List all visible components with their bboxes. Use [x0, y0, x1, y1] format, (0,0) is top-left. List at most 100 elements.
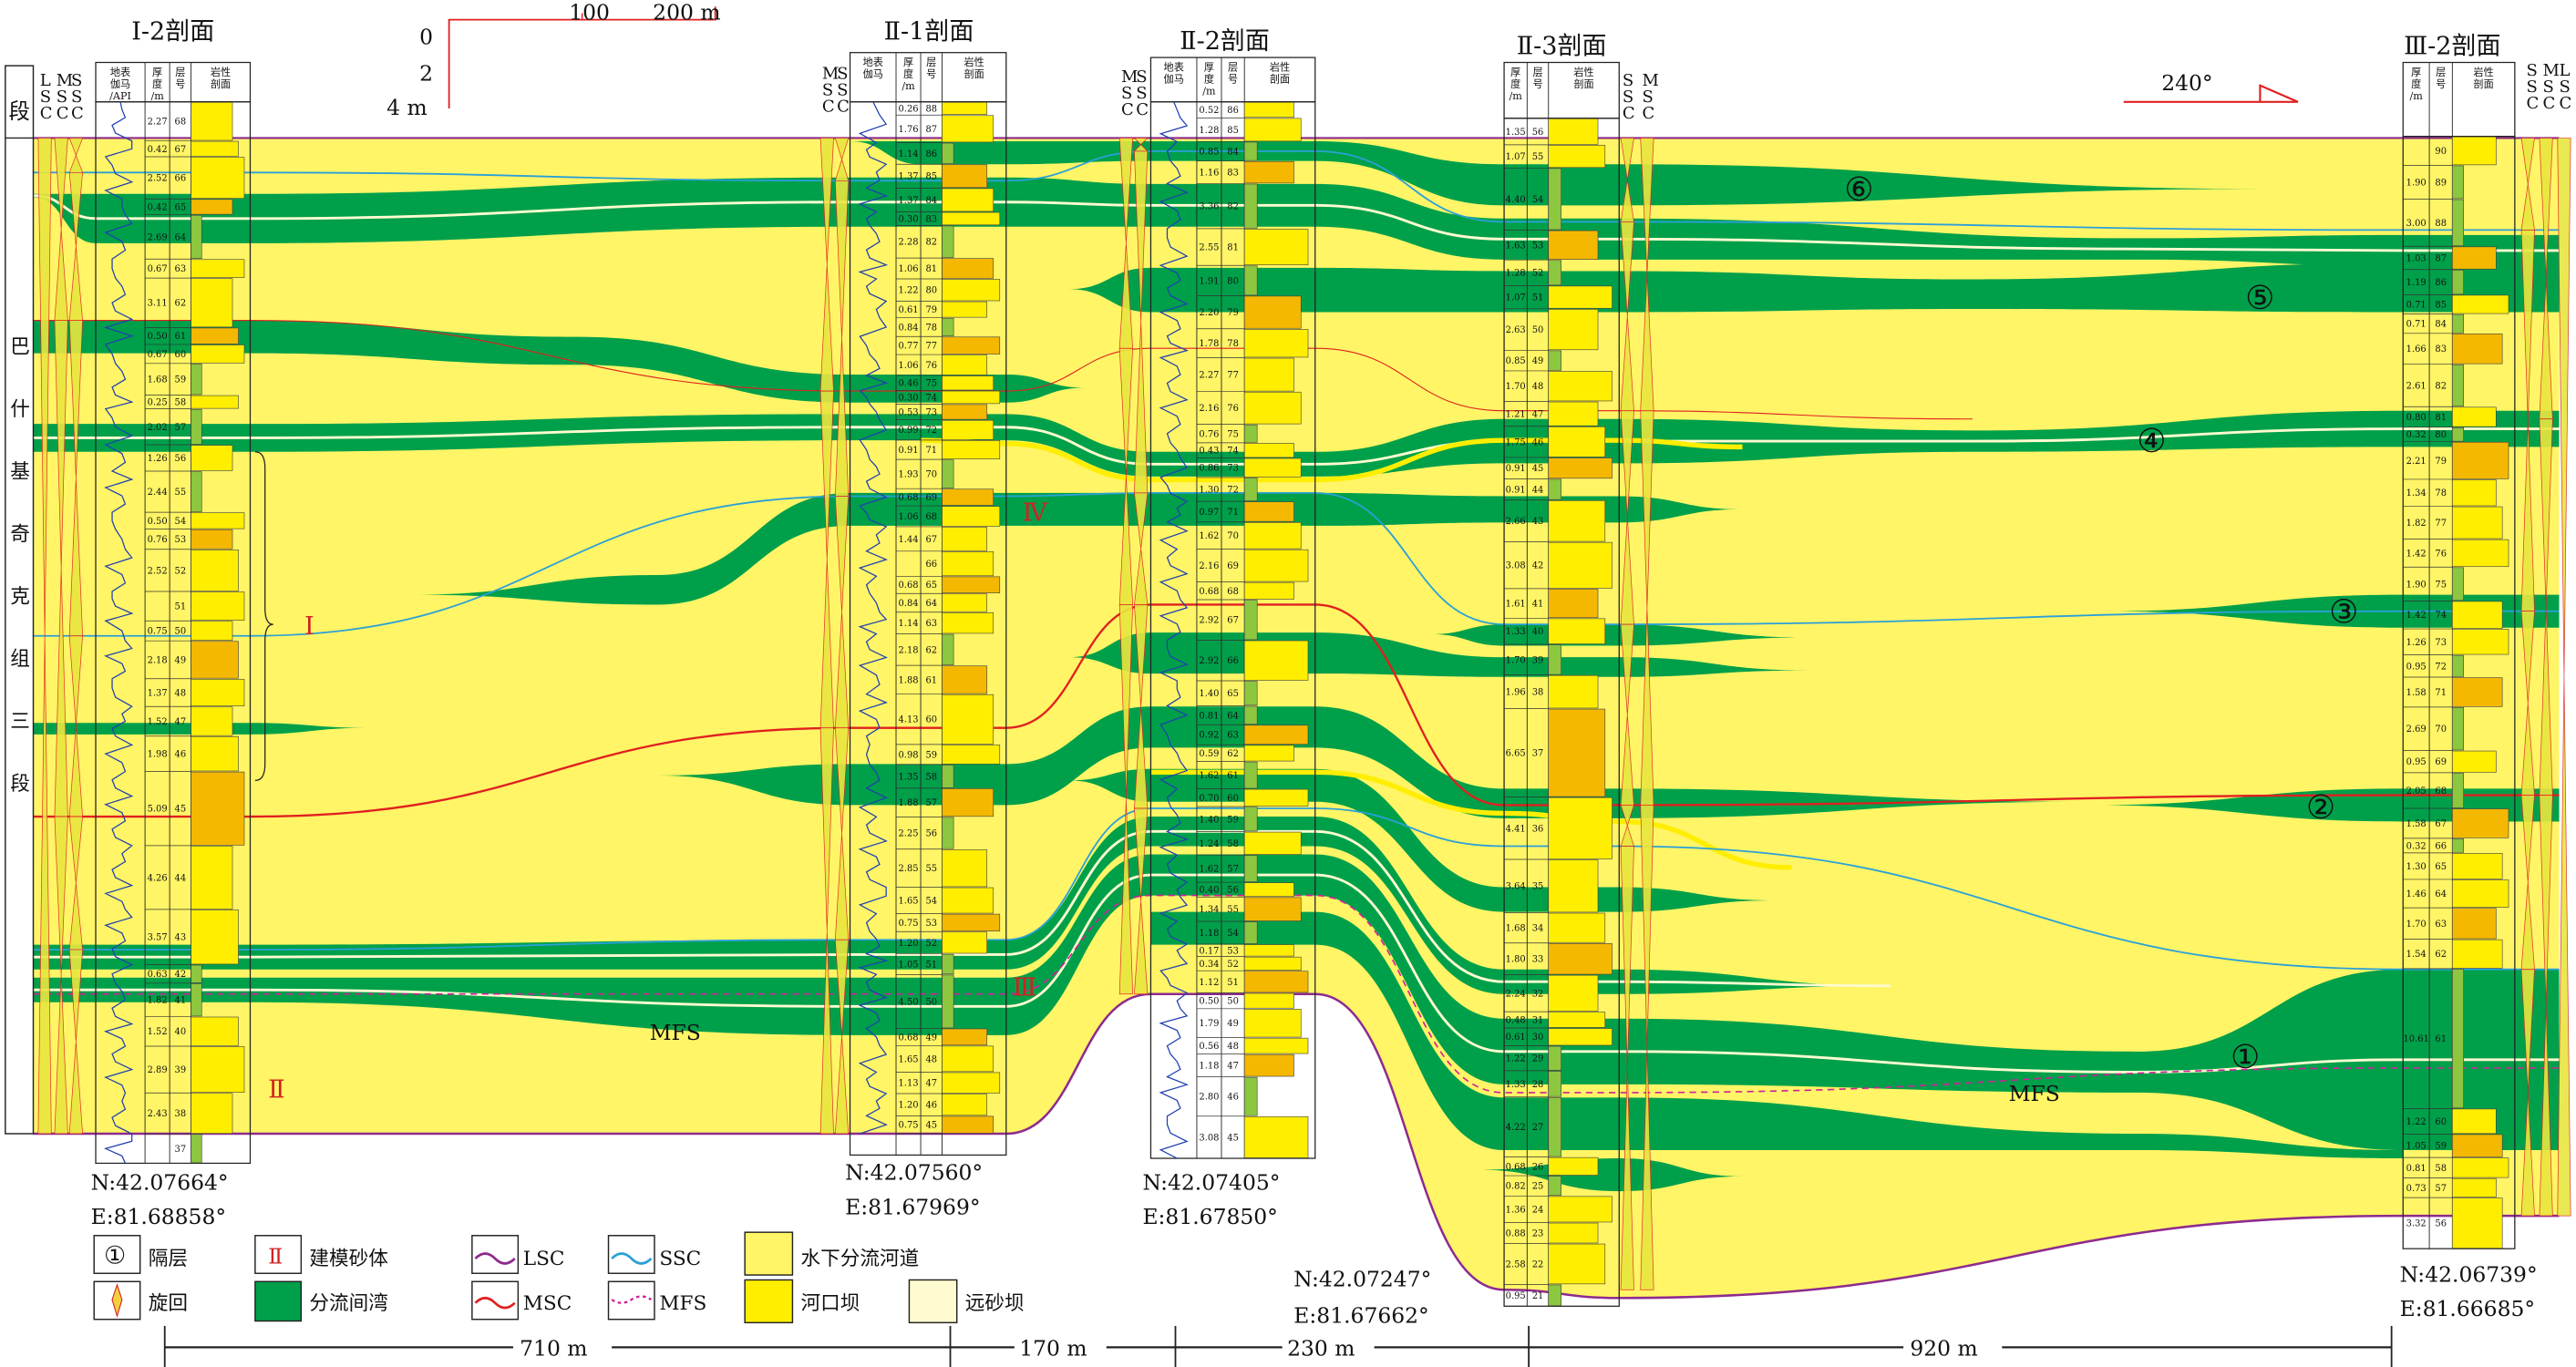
layer-number: 81	[1227, 243, 1239, 253]
mudstone-box	[1243, 681, 1258, 706]
cycle-diamond-icon	[54, 816, 68, 1135]
layer-number: 67	[175, 145, 187, 155]
column-header-label: 层号	[1228, 62, 1238, 86]
legend-cycle-label: 旋回	[149, 1292, 188, 1315]
layer-number: 62	[2435, 950, 2447, 960]
layer-thickness: 1.68	[1506, 924, 1526, 934]
layer-thickness: 2.43	[148, 1109, 168, 1119]
layer-thickness: 1.22	[2406, 1117, 2427, 1127]
layer-number: 64	[925, 599, 937, 609]
layer-thickness: 0.73	[2406, 1184, 2427, 1194]
sandstone-box	[942, 551, 994, 577]
sandstone-box	[2452, 479, 2497, 507]
mudstone-box	[1243, 761, 1258, 789]
layer-thickness: 0.70	[1199, 794, 1219, 804]
isolation-label-4: ④	[2137, 422, 2166, 460]
sandstone-box	[942, 745, 1001, 765]
layer-thickness: 0.86	[1199, 464, 1219, 474]
layer-number: 88	[2435, 219, 2447, 229]
layer-thickness: 0.68	[1199, 587, 1219, 597]
layer-number: 82	[1227, 202, 1239, 212]
layer-thickness: 3.08	[1199, 1133, 1219, 1143]
layer-number: 45	[925, 1121, 937, 1131]
column-header-label: 层号	[2436, 67, 2446, 90]
layer-thickness: 1.70	[2406, 920, 2427, 930]
layer-thickness: 1.07	[1506, 293, 1526, 303]
layer-thickness: 1.21	[1506, 410, 1526, 420]
layer-thickness: 2.28	[899, 238, 919, 248]
layer-number: 32	[1532, 989, 1544, 999]
column-frame	[2402, 136, 2516, 1249]
mudstone-box	[1243, 141, 1258, 161]
sandstone-box	[1243, 882, 1294, 898]
layer-thickness: 1.78	[1199, 339, 1219, 349]
sandstone-box	[942, 440, 1001, 459]
layer-thickness: 1.66	[2406, 344, 2427, 355]
layer-number: 61	[925, 675, 937, 685]
sandstone-box	[2452, 539, 2509, 568]
layer-thickness: 1.90	[2406, 580, 2427, 590]
sandstone-box	[2452, 1157, 2509, 1178]
column-header	[95, 61, 252, 103]
sandstone-box	[942, 506, 1001, 527]
sandstone-box	[1243, 897, 1302, 921]
mudstone-box	[1548, 478, 1562, 500]
mudstone-box	[1548, 1096, 1562, 1157]
legend-cycle: 旋回	[93, 1280, 188, 1321]
layer-thickness: 2.27	[148, 118, 168, 128]
layer-thickness: 1.63	[1506, 241, 1526, 251]
layer-number: 64	[175, 232, 187, 242]
sandstone-box	[942, 404, 988, 420]
layer-thickness: 2.24	[1506, 989, 1526, 999]
layer-thickness: 1.46	[2406, 889, 2427, 899]
layer-number: 87	[2435, 254, 2447, 264]
layer-number: 88	[925, 104, 937, 114]
layer-thickness: 1.58	[2406, 819, 2427, 829]
sandstone-box	[1243, 160, 1294, 184]
layer-thickness: 1.93	[899, 470, 919, 480]
legend-distal-bar-label: 远砂坝	[965, 1292, 1025, 1315]
layer-thickness: 1.05	[2406, 1142, 2427, 1152]
column-header	[1149, 57, 1316, 103]
sandstone-box	[1243, 1115, 1309, 1158]
section-title: Ⅲ-2剖面	[2404, 32, 2500, 60]
sandstone-box	[942, 375, 994, 391]
sandstone-box	[942, 279, 1001, 302]
layer-number: 69	[925, 493, 937, 503]
column-header-label: 厚度/m	[2410, 67, 2424, 102]
layer-thickness: 0.95	[1506, 1291, 1526, 1301]
orientation-label: 240°	[2161, 70, 2212, 96]
layer-thickness: 0.56	[1199, 1042, 1219, 1052]
layer-thickness: 4.22	[1506, 1123, 1526, 1133]
mudstone-box	[1548, 350, 1562, 371]
mudstone-box	[1548, 1176, 1562, 1197]
sandstone-box	[1243, 229, 1309, 265]
sandstone-box	[1243, 1009, 1302, 1038]
layer-thickness: 3.11	[148, 299, 168, 309]
layer-thickness: 1.54	[2406, 950, 2427, 960]
layer-number: 73	[2435, 638, 2447, 648]
